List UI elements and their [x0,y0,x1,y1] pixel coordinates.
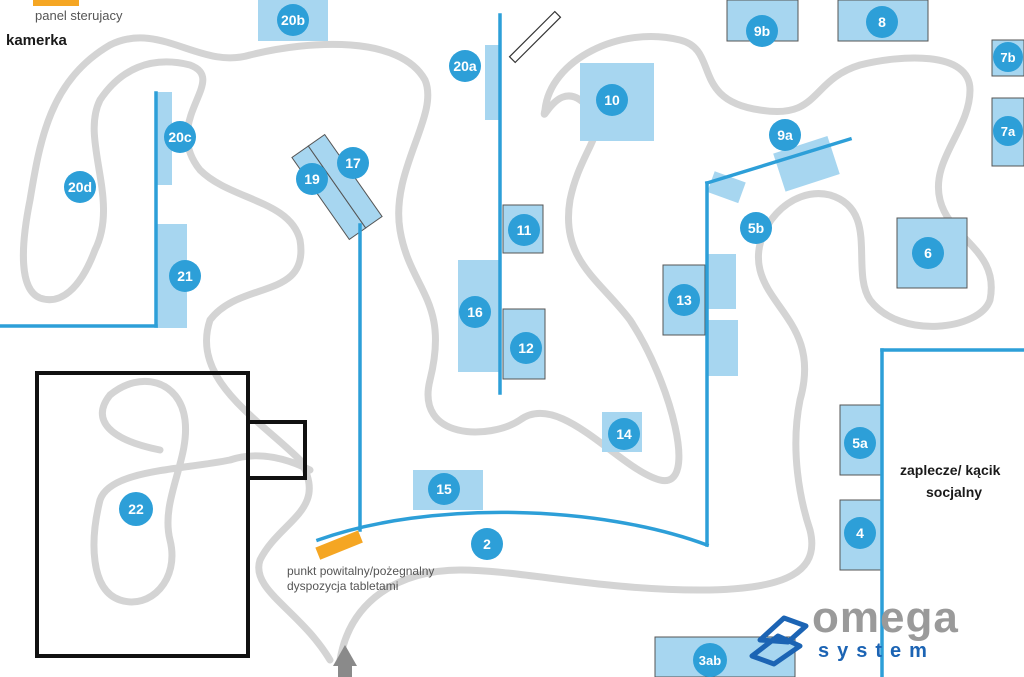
station-badge-9a[interactable]: 9a [769,119,801,151]
station-badge-22[interactable]: 22 [119,492,153,526]
station-badge-9b[interactable]: 9b [746,15,778,47]
control-panel-label: panel sterujacy [35,8,123,23]
station-badge-7b[interactable]: 7b [993,42,1023,72]
station-badge-8[interactable]: 8 [866,6,898,38]
station-badge-21[interactable]: 21 [169,260,201,292]
walls [0,13,1024,677]
station-badge-16[interactable]: 16 [459,296,491,328]
visitor-path [20,33,995,664]
station-badge-20d[interactable]: 20d [64,171,96,203]
control-panel-marker [33,0,79,6]
omega-logo-mark [749,615,809,667]
building-22 [35,371,307,658]
station-badge-2[interactable]: 2 [471,528,503,560]
station-badge-7a[interactable]: 7a [993,116,1023,146]
station-badge-20b[interactable]: 20b [277,4,309,36]
welcome-point-label-1: punkt powitalny/pożegnalny [287,564,435,578]
welcome-point-label-2: dyspozycja tabletami [287,579,399,593]
station-badge-13[interactable]: 13 [668,284,700,316]
camera-label: kamerka [6,32,67,49]
bench [508,10,562,64]
backroom-label-1: zaplecze/ kącik [900,462,1001,478]
station-badge-3ab[interactable]: 3ab [693,643,727,677]
station-badge-15[interactable]: 15 [428,473,460,505]
station-badge-10[interactable]: 10 [596,84,628,116]
backroom-label-2: socjalny [926,484,983,500]
station-badge-19[interactable]: 19 [296,163,328,195]
station-badge-5a[interactable]: 5a [844,427,876,459]
station-badge-5b[interactable]: 5b [740,212,772,244]
station-badge-20a[interactable]: 20a [449,50,481,82]
station-badge-14[interactable]: 14 [608,418,640,450]
station-badge-6[interactable]: 6 [912,237,944,269]
station-badge-17[interactable]: 17 [337,147,369,179]
logo-word-omega: omega [812,593,959,642]
logo-word-system: system [818,640,935,662]
welcome-point-marker [315,530,363,560]
station-badge-20c[interactable]: 20c [164,121,196,153]
station-badge-11[interactable]: 11 [508,214,540,246]
entrance-arrow-icon [333,645,357,677]
station-badge-4[interactable]: 4 [844,517,876,549]
station-badge-12[interactable]: 12 [510,332,542,364]
visitor-path-loop-22 [90,377,314,606]
